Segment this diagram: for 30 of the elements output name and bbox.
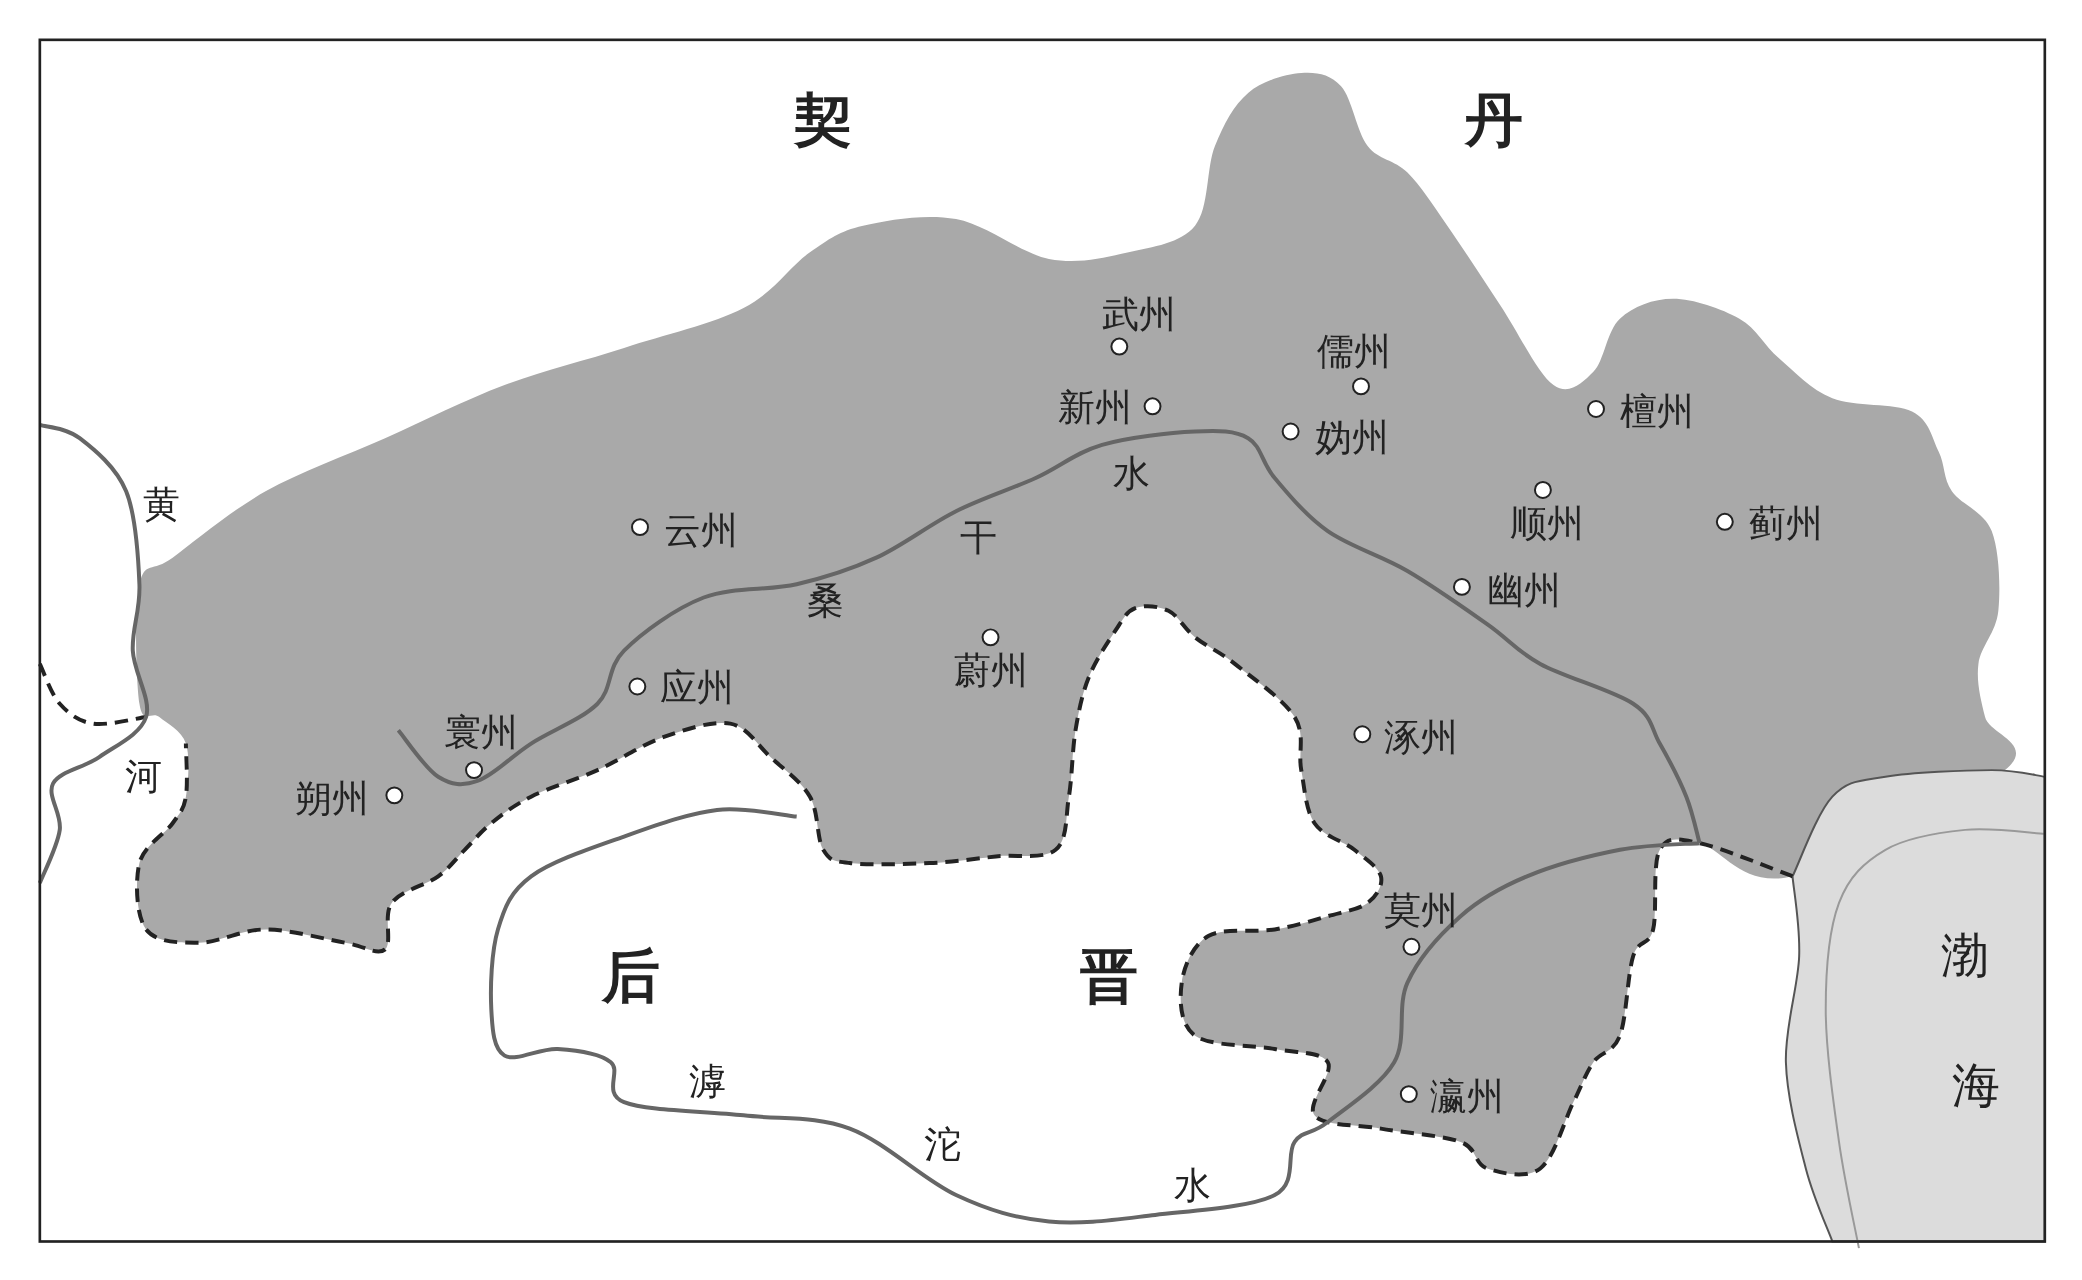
city-name: 顺州 (1509, 505, 1584, 544)
river-name: 沱 (924, 1126, 962, 1164)
river-name: 干 (960, 519, 998, 557)
sea-name: 渤 (1941, 932, 1990, 980)
river-name: 水 (1112, 455, 1150, 493)
city-name: 朔州 (294, 780, 369, 818)
region-name: 后 (601, 946, 660, 1006)
city-name: 蔚州 (953, 651, 1028, 690)
city-name: 檀州 (1620, 393, 1695, 431)
city-name: 云州 (664, 512, 739, 550)
river-name: 水 (1173, 1167, 1211, 1205)
city-name: 新州 (1058, 389, 1133, 427)
region-name: 晋 (1079, 946, 1138, 1006)
city-name: 幽州 (1487, 572, 1562, 610)
city-name: 寰州 (443, 714, 518, 752)
sea-name: 海 (1951, 1062, 2000, 1111)
river-name: 黄 (143, 486, 181, 524)
city-name: 涿州 (1383, 719, 1458, 757)
river-name: 桑 (807, 582, 845, 621)
city-name: 妫州 (1314, 419, 1389, 457)
river-name: 河 (124, 758, 162, 796)
city-name: 瀛州 (1430, 1078, 1505, 1116)
region-name: 丹 (1464, 90, 1523, 149)
city-name: 武州 (1102, 296, 1177, 334)
river-name: 滹 (689, 1063, 727, 1101)
city-name: 莫州 (1383, 892, 1458, 930)
city-name: 蓟州 (1748, 505, 1823, 544)
city-name: 应州 (660, 669, 735, 707)
region-name: 契 (794, 90, 853, 149)
city-name: 儒州 (1317, 333, 1392, 371)
